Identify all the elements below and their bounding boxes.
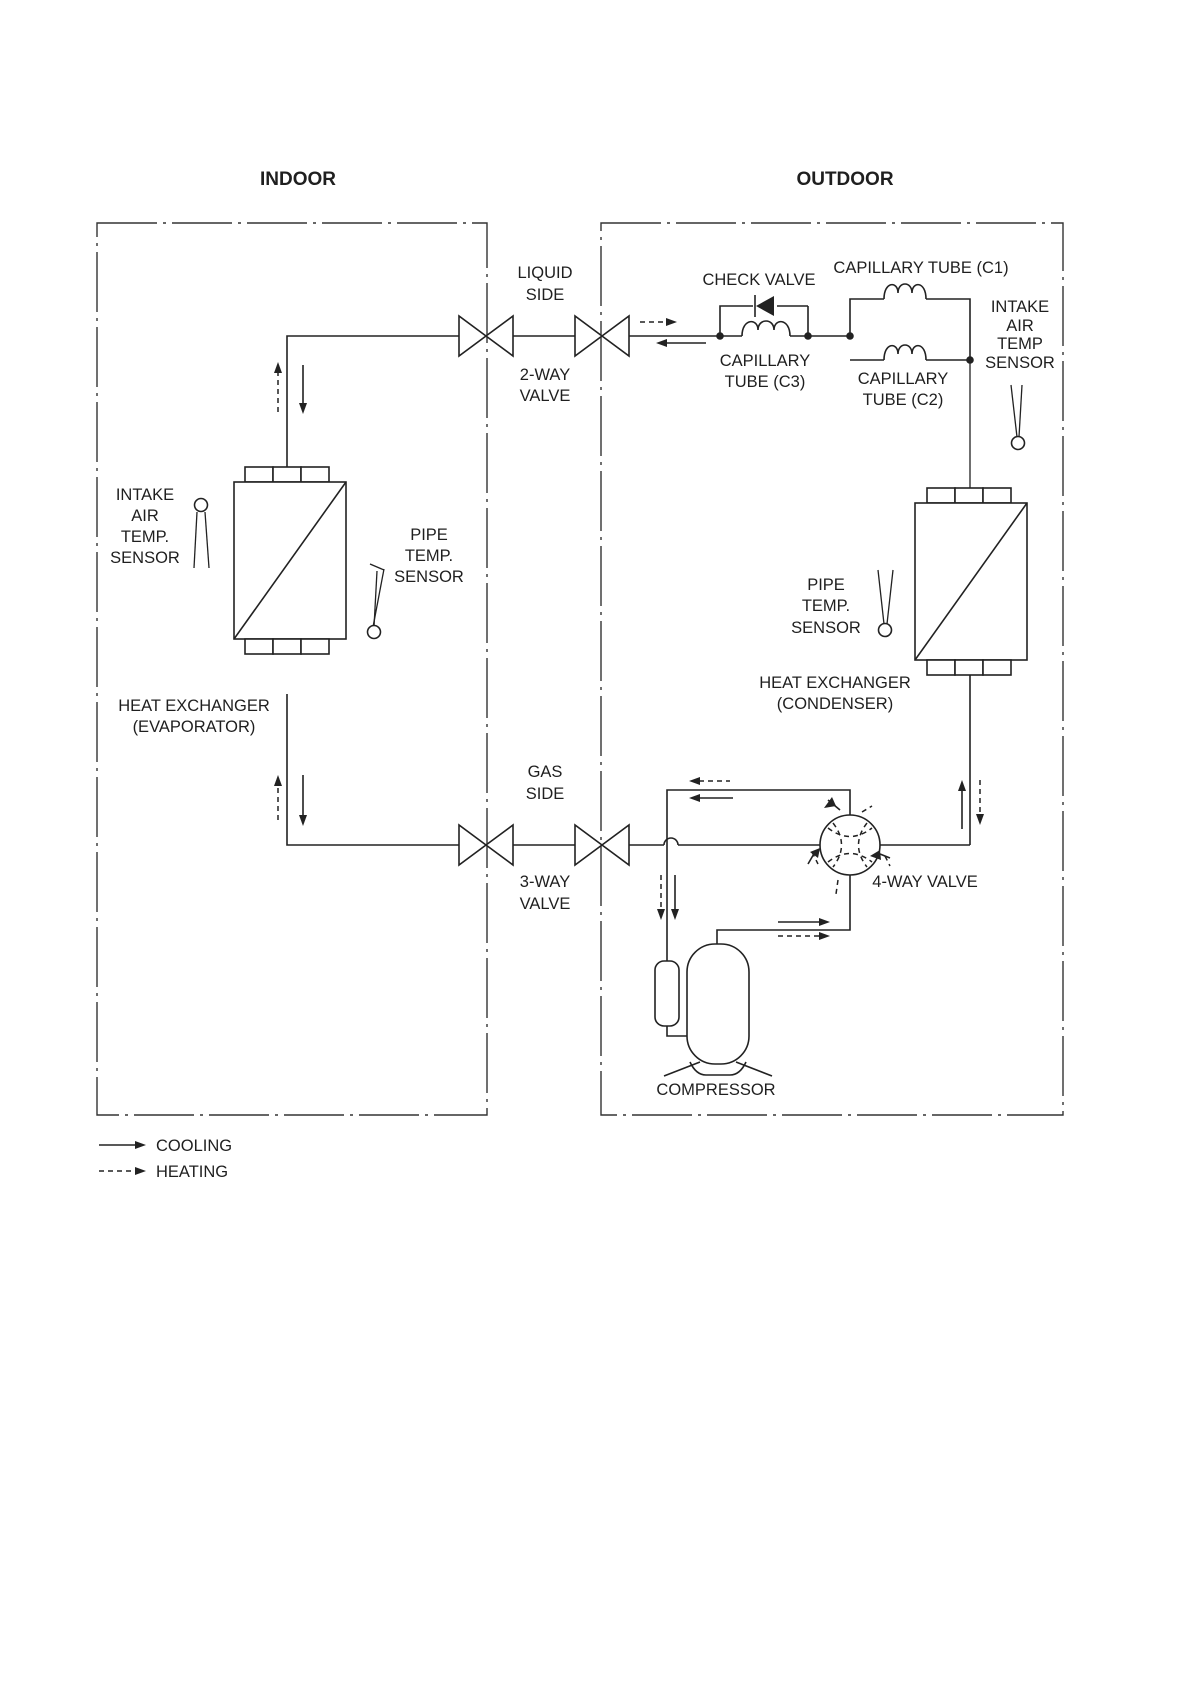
- two-way-valve-label: 2-WAY: [520, 366, 570, 384]
- svg-text:AIR: AIR: [131, 507, 159, 525]
- outdoor-heat-exchanger-label: HEAT EXCHANGER: [759, 674, 911, 692]
- three-way-valve: [574, 823, 630, 867]
- indoor-heat-exchanger: [233, 466, 347, 655]
- svg-text:SENSOR: SENSOR: [110, 549, 180, 567]
- capillary-tube-c3-label: CAPILLARY: [720, 352, 811, 370]
- liquid-side-label: LIQUID: [517, 264, 572, 282]
- liquid-side-sublabel: SIDE: [526, 286, 565, 304]
- outdoor-heat-exchanger-sublabel: (CONDENSER): [777, 695, 893, 713]
- four-way-valve-label: 4-WAY VALVE: [872, 873, 977, 891]
- indoor-heat-exchanger-label: HEAT EXCHANGER: [118, 697, 270, 715]
- svg-text:SENSOR: SENSOR: [985, 354, 1055, 372]
- three-way-valve-label: 3-WAY: [520, 873, 570, 891]
- svg-text:AIR: AIR: [1006, 317, 1034, 335]
- liquid-side-indoor-valve: [458, 314, 514, 358]
- indoor-flow-arrows: [274, 362, 307, 826]
- four-way-valve: [807, 797, 891, 895]
- three-way-valve-sublabel: VALVE: [520, 895, 571, 913]
- gas-side-label: GAS: [528, 763, 563, 781]
- gas-side-indoor-valve: [458, 823, 514, 867]
- outdoor-intake-air-sensor: INTAKE AIR TEMP SENSOR: [985, 298, 1055, 451]
- svg-text:TEMP: TEMP: [997, 335, 1043, 353]
- two-way-valve: [574, 314, 630, 358]
- check-valve: [754, 295, 774, 317]
- capillary-tube-c3-sublabel: TUBE (C3): [725, 373, 806, 391]
- indoor-header: INDOOR: [260, 169, 336, 190]
- indoor-piping: [286, 335, 459, 846]
- capillary-tube-c1-label: CAPILLARY TUBE (C1): [833, 259, 1008, 277]
- svg-text:SENSOR: SENSOR: [394, 568, 464, 586]
- outdoor-header: OUTDOOR: [796, 169, 893, 190]
- capillary-tube-c2-sublabel: TUBE (C2): [863, 391, 944, 409]
- legend-heating-label: HEATING: [156, 1163, 228, 1181]
- outdoor-pipe-temp-sensor: PIPE TEMP. SENSOR: [791, 569, 894, 638]
- outdoor-gas-line: [629, 675, 971, 961]
- svg-text:PIPE: PIPE: [410, 526, 448, 544]
- legend: COOLING HEATING: [99, 1137, 232, 1181]
- svg-text:TEMP.: TEMP.: [121, 528, 169, 546]
- svg-text:INTAKE: INTAKE: [991, 298, 1049, 316]
- gas-line-flow-arrows: [657, 777, 984, 940]
- indoor-intake-air-sensor: INTAKE AIR TEMP. SENSOR: [110, 486, 210, 569]
- svg-text:SENSOR: SENSOR: [791, 619, 861, 637]
- outdoor-unit-boundary: [600, 222, 1064, 1116]
- svg-text:INTAKE: INTAKE: [116, 486, 174, 504]
- gas-side-sublabel: SIDE: [526, 785, 565, 803]
- check-valve-label: CHECK VALVE: [702, 271, 815, 289]
- indoor-unit-boundary: [96, 222, 488, 1116]
- outdoor-liquid-line: [629, 283, 974, 490]
- svg-text:PIPE: PIPE: [807, 576, 845, 594]
- legend-cooling-label: COOLING: [156, 1137, 232, 1155]
- liquid-line-flow-arrows: [640, 318, 706, 347]
- two-way-valve-sublabel: VALVE: [520, 387, 571, 405]
- capillary-tube-c2-label: CAPILLARY: [858, 370, 949, 388]
- indoor-pipe-temp-sensor: PIPE TEMP. SENSOR: [366, 526, 464, 640]
- svg-text:TEMP.: TEMP.: [405, 547, 453, 565]
- compressor: [654, 943, 773, 1077]
- compressor-label: COMPRESSOR: [656, 1081, 775, 1099]
- svg-text:TEMP.: TEMP.: [802, 597, 850, 615]
- outdoor-heat-exchanger: [914, 487, 1028, 676]
- indoor-heat-exchanger-sublabel: (EVAPORATOR): [133, 718, 256, 736]
